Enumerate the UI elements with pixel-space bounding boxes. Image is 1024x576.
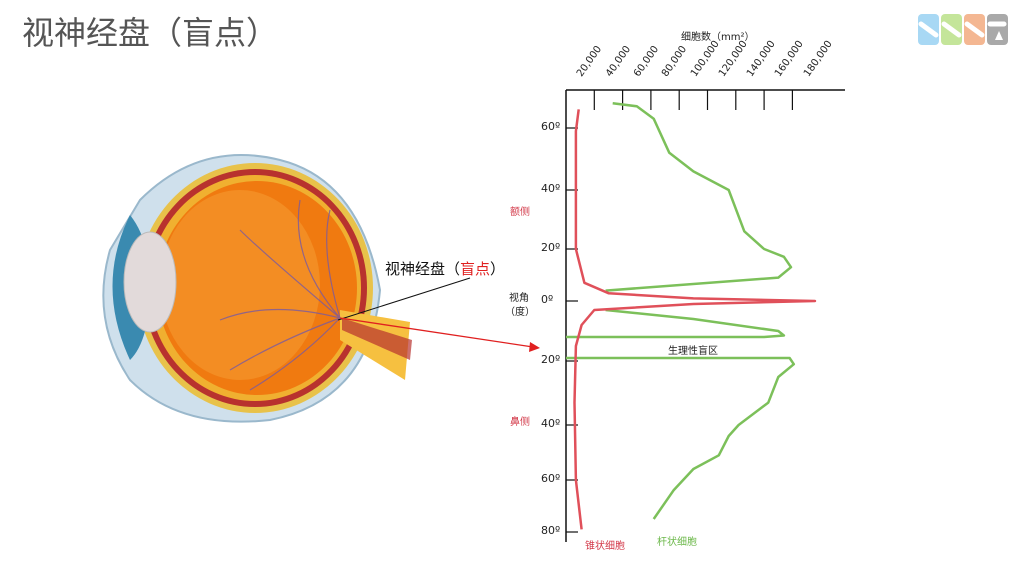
y-tick-label: 60º bbox=[541, 120, 561, 133]
cone-curve bbox=[573, 109, 817, 530]
logo-icon bbox=[918, 14, 1008, 45]
callout-paren-close: ） bbox=[490, 260, 506, 278]
csss-logo bbox=[918, 14, 1010, 50]
y-tick-label: 40º bbox=[541, 182, 561, 195]
x-axis-title: 细胞数（mm²） bbox=[681, 32, 755, 43]
callout-main: 视神经盘 bbox=[385, 260, 446, 278]
optic-disc-callout: 视神经盘（盲点） bbox=[385, 258, 505, 279]
page-title: 视神经盘（盲点） bbox=[22, 14, 279, 52]
rod-legend: 杆状细胞 bbox=[657, 537, 697, 548]
y-axis-title-2: （度） bbox=[505, 307, 535, 318]
rod-curve bbox=[566, 308, 786, 339]
callout-paren-open: （ bbox=[445, 260, 461, 278]
callout-highlight: 盲点 bbox=[460, 260, 491, 278]
y-tick-label: 40º bbox=[541, 417, 561, 430]
nasal-label: 鼻侧 bbox=[510, 417, 530, 428]
y-tick-label: 0º bbox=[541, 293, 554, 306]
y-tick-label: 20º bbox=[541, 241, 561, 254]
y-tick-label: 20º bbox=[541, 353, 561, 366]
y-axis-title-1: 视角 bbox=[509, 293, 529, 304]
rod-curve bbox=[605, 101, 793, 292]
rod-curve bbox=[566, 356, 796, 520]
cone-legend: 锥状细胞 bbox=[585, 541, 625, 552]
y-tick-label: 60º bbox=[541, 472, 561, 485]
blind-spot-label: 生理性盲区 bbox=[668, 346, 718, 357]
y-tick-label: 80º bbox=[541, 524, 561, 537]
temporal-label: 额侧 bbox=[510, 207, 530, 218]
